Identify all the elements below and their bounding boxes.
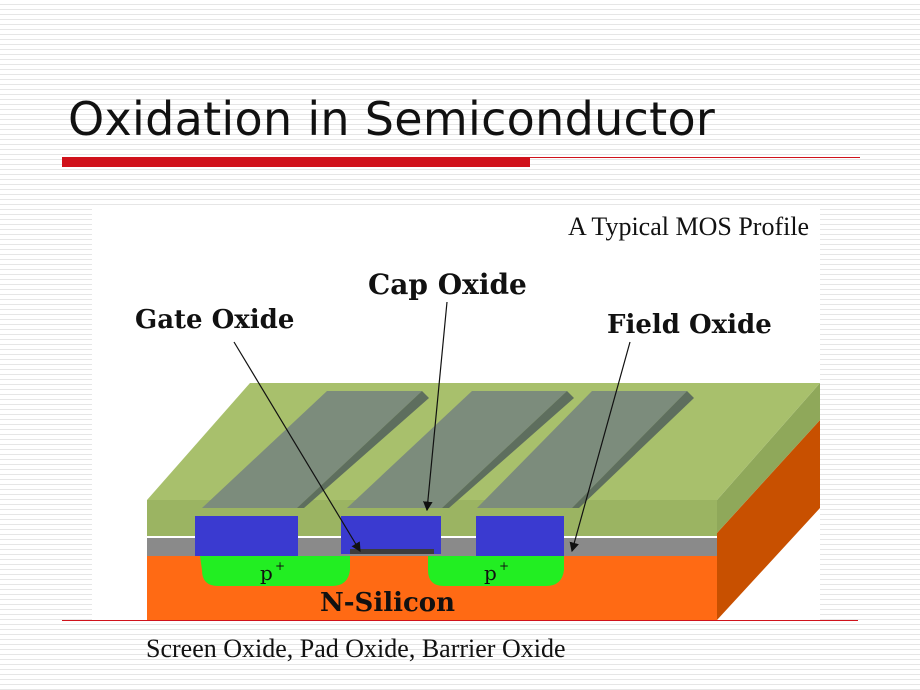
gate-stripe-3-side	[572, 391, 694, 508]
p-region-left	[200, 556, 350, 586]
title-underline-thin	[530, 157, 860, 158]
p-region-right	[428, 556, 564, 586]
cap-oxide-arrow	[423, 301, 448, 512]
bottom-caption: Screen Oxide, Pad Oxide, Barrier Oxide	[146, 634, 566, 663]
p-label-right: p	[484, 561, 497, 585]
gate-stripe-3	[477, 391, 687, 508]
gate-electrode-1	[195, 516, 298, 556]
gate-oxide-label: Gate Oxide	[135, 305, 294, 335]
gate-stripe-2	[347, 391, 567, 508]
substrate-label: N-Silicon	[320, 588, 455, 618]
slide-title: Oxidation in Semiconductor	[68, 92, 716, 146]
gate-stripe-1	[202, 391, 422, 508]
cap-oxide-label: Cap Oxide	[368, 268, 527, 301]
field-oxide-arrow	[569, 341, 631, 553]
field-oxide-side	[717, 383, 820, 533]
gate-electrode-3	[476, 516, 564, 556]
gate-oxide-thin	[350, 549, 434, 554]
bottom-rule	[62, 620, 858, 621]
p-superscript-right: +	[499, 559, 509, 573]
mos-profile-figure: p + p + N-Silicon Cap Oxide Gate Oxide F…	[92, 208, 820, 620]
gate-oxide-arrow	[233, 341, 361, 553]
figure-caption: A Typical MOS Profile	[568, 212, 810, 241]
gate-electrode-2	[341, 516, 441, 554]
field-oxide-label: Field Oxide	[607, 310, 772, 340]
title-underline-thick	[62, 157, 530, 167]
mos-diagram: p + p + N-Silicon Cap Oxide Gate Oxide F…	[135, 268, 820, 620]
p-superscript-left: +	[275, 559, 285, 573]
p-label-left: p	[260, 561, 273, 585]
gate-stripe-2-side	[442, 391, 574, 508]
substrate-side	[612, 420, 820, 620]
gate-stripes	[202, 391, 694, 508]
gate-stripe-1-side	[297, 391, 429, 508]
